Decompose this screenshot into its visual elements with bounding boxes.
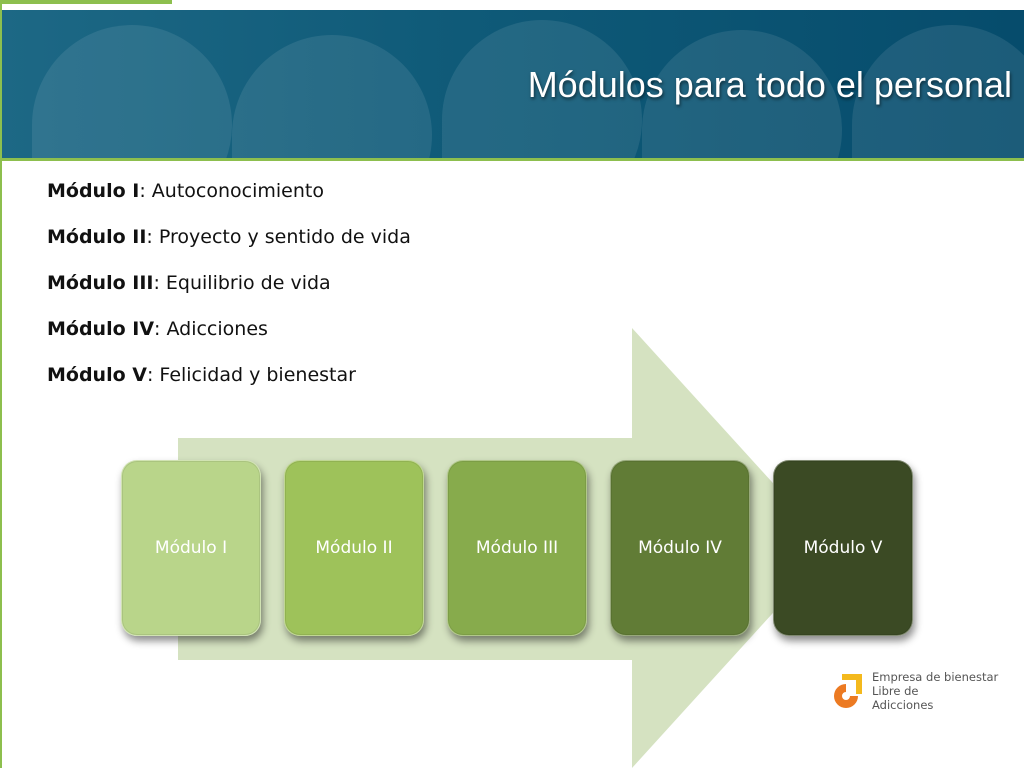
list-item: Módulo IV: Adicciones [47,316,411,362]
list-item: Módulo II: Proyecto y sentido de vida [47,224,411,270]
logo-text: Empresa de bienestar Libre de Adicciones [872,670,999,712]
top-accent-line [0,0,172,4]
module-name: Módulo II [47,226,147,248]
module-name: Módulo V [47,364,147,386]
process-step: Módulo I [121,460,261,636]
module-name: Módulo III [47,272,154,294]
process-step-label: Módulo IV [638,538,722,558]
left-border-line [0,0,2,768]
list-item: Módulo III: Equilibrio de vida [47,270,411,316]
modules-list: Módulo I: Autoconocimiento Módulo II: Pr… [47,178,411,408]
header-divider [2,158,1024,161]
module-description: : Autoconocimiento [139,180,324,202]
slide-header: Módulos para todo el personal [2,10,1024,160]
logo-mark-icon [834,674,862,708]
process-step-label: Módulo II [315,538,393,558]
module-description: : Equilibrio de vida [153,272,331,294]
process-step: Módulo III [447,460,587,636]
process-step: Módulo V [773,460,913,636]
module-name: Módulo I [47,180,140,202]
list-item: Módulo I: Autoconocimiento [47,178,411,224]
process-step-label: Módulo I [154,538,228,558]
module-description: : Felicidad y bienestar [146,364,356,386]
list-item: Módulo V: Felicidad y bienestar [47,362,411,408]
process-step: Módulo IV [610,460,750,636]
process-step-label: Módulo V [803,538,883,558]
module-name: Módulo IV [47,318,155,340]
company-logo: Empresa de bienestar Libre de Adicciones [822,666,1012,726]
process-step-label: Módulo III [475,538,559,558]
module-description: : Adicciones [154,318,268,340]
process-step: Módulo II [284,460,424,636]
slide-title: Módulos para todo el personal [527,64,1012,105]
module-description: : Proyecto y sentido de vida [146,226,411,248]
